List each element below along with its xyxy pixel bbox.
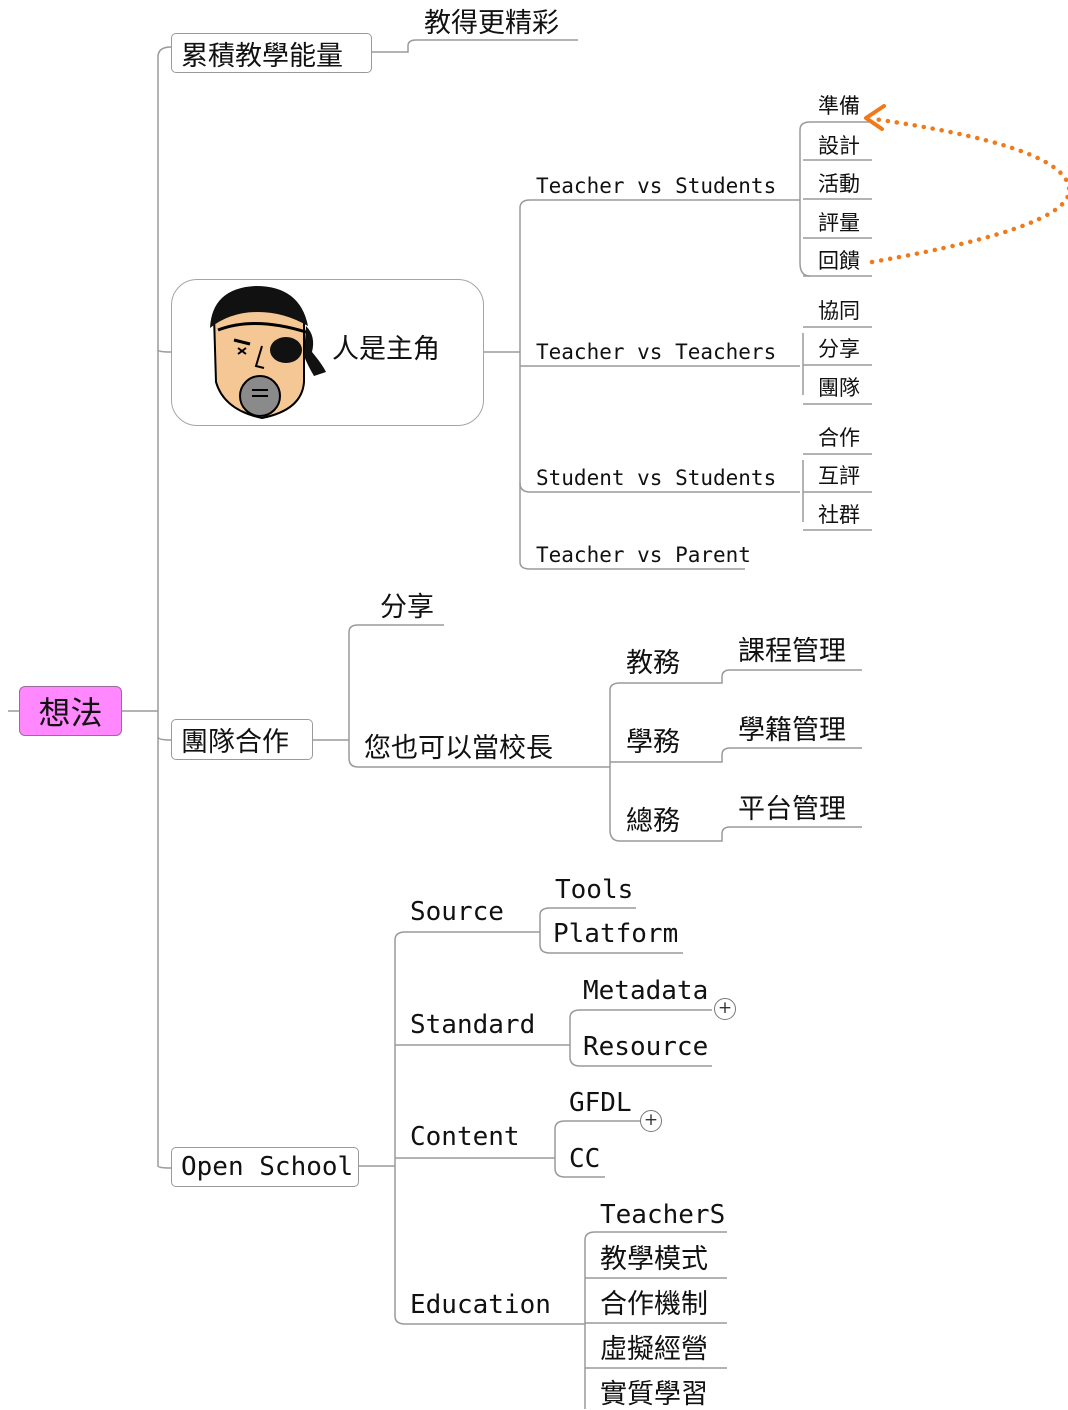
node-design[interactable]: 設計 xyxy=(818,134,860,158)
node-tools[interactable]: Tools xyxy=(555,875,634,905)
node-cooperate[interactable]: 合作 xyxy=(818,426,860,450)
node-community[interactable]: 社群 xyxy=(818,503,860,527)
node-share-team[interactable]: 分享 xyxy=(380,592,434,623)
node-academic-affairs[interactable]: 教務 xyxy=(626,648,680,679)
node-cooperation-mechanism[interactable]: 合作機制 xyxy=(600,1289,708,1320)
node-assessment[interactable]: 評量 xyxy=(818,211,860,235)
node-content[interactable]: Content xyxy=(410,1122,520,1152)
node-real-learning[interactable]: 實質學習 xyxy=(600,1379,708,1410)
node-platform[interactable]: Platform xyxy=(553,919,679,949)
node-metadata[interactable]: Metadata xyxy=(583,976,709,1006)
node-education[interactable]: Education xyxy=(410,1290,551,1320)
node-course-management[interactable]: 課程管理 xyxy=(738,636,846,667)
node-source[interactable]: Source xyxy=(410,897,504,927)
node-general-affairs[interactable]: 總務 xyxy=(626,806,680,837)
node-activity[interactable]: 活動 xyxy=(818,172,860,196)
node-resource[interactable]: Resource xyxy=(583,1032,709,1062)
node-be-principal[interactable]: 您也可以當校長 xyxy=(364,733,553,764)
node-gfdl[interactable]: GFDL xyxy=(569,1088,632,1118)
node-team[interactable]: 團隊 xyxy=(818,376,860,400)
node-student-affairs[interactable]: 學務 xyxy=(626,727,680,758)
node-teamwork[interactable]: 團隊合作 xyxy=(171,719,313,760)
node-virtual-management[interactable]: 虛擬經營 xyxy=(600,1334,708,1365)
node-teacher-vs-teachers[interactable]: Teacher vs Teachers xyxy=(536,340,777,364)
expand-plus-icon[interactable]: + xyxy=(640,1110,662,1132)
node-prepare[interactable]: 準備 xyxy=(818,94,860,118)
node-cc[interactable]: CC xyxy=(569,1144,601,1174)
node-open-school[interactable]: Open School xyxy=(171,1147,359,1187)
node-peer-review[interactable]: 互評 xyxy=(818,464,860,488)
node-people-are-key-label: 人是主角 xyxy=(332,334,440,365)
node-accumulate-teaching[interactable]: 累積教學能量 xyxy=(171,33,372,73)
node-teachers[interactable]: TeacherS xyxy=(600,1200,726,1230)
expand-plus-icon[interactable]: + xyxy=(714,998,736,1020)
pirate-face-icon xyxy=(210,286,326,420)
node-enrollment-management[interactable]: 學籍管理 xyxy=(738,715,846,746)
node-teach-better[interactable]: 教得更精彩 xyxy=(424,8,559,39)
node-teacher-vs-students[interactable]: Teacher vs Students xyxy=(536,174,777,198)
node-standard[interactable]: Standard xyxy=(410,1010,536,1040)
node-feedback[interactable]: 回饋 xyxy=(818,249,860,273)
feedback-arrow xyxy=(869,116,1068,265)
node-co-teaching[interactable]: 協同 xyxy=(818,299,860,323)
node-share[interactable]: 分享 xyxy=(818,337,860,361)
node-teaching-model[interactable]: 教學模式 xyxy=(600,1244,708,1275)
node-student-vs-students[interactable]: Student vs Students xyxy=(536,466,777,490)
root-node[interactable]: 想法 xyxy=(19,686,122,736)
node-platform-management[interactable]: 平台管理 xyxy=(738,794,846,825)
node-teacher-vs-parent[interactable]: Teacher vs Parent xyxy=(536,543,751,567)
